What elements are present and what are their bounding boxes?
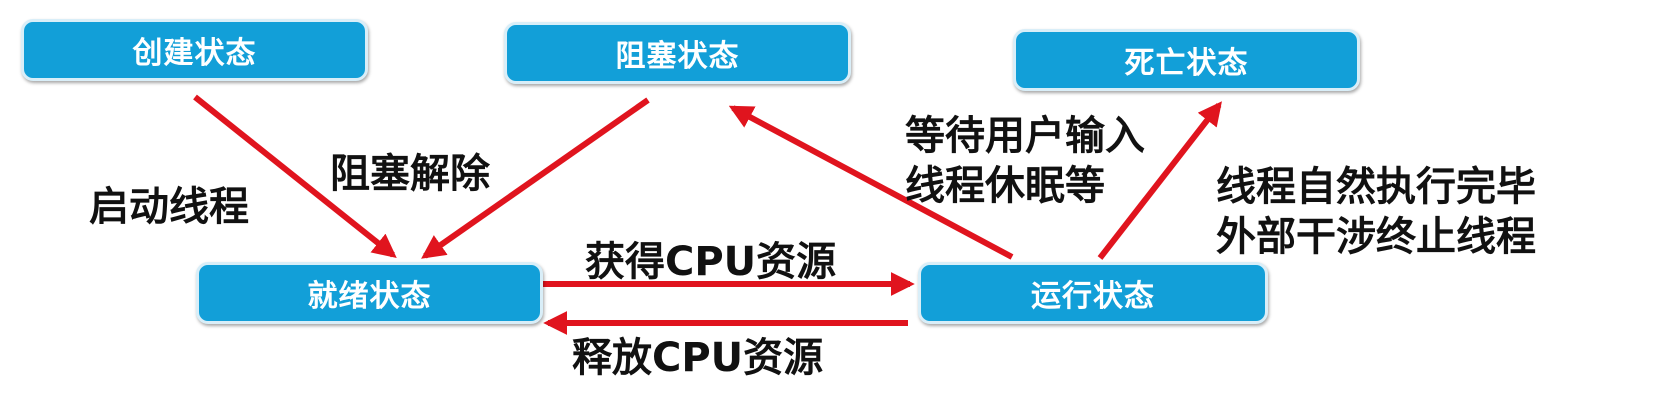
label-wait-line2: 线程休眠等 — [905, 163, 1105, 209]
label-start-thread: 启动线程 — [89, 184, 249, 230]
state-new: 创建状态 — [21, 19, 368, 81]
state-running-label: 运行状态 — [1031, 279, 1155, 314]
label-wait-line1: 等待用户输入 — [905, 113, 1145, 159]
state-blocked-label: 阻塞状态 — [615, 39, 740, 74]
arrow-blocked-to-ready — [421, 97, 650, 259]
label-finish-line2: 外部干涉终止线程 — [1216, 214, 1536, 260]
label-unblock: 阻塞解除 — [330, 151, 490, 197]
state-ready-label: 就绪状态 — [307, 279, 432, 314]
state-blocked: 阻塞状态 — [504, 22, 851, 84]
label-finish-line1: 线程自然执行完毕 — [1216, 164, 1536, 210]
label-release-cpu: 释放CPU资源 — [572, 335, 824, 381]
arrow-new-to-ready — [193, 94, 397, 258]
state-running: 运行状态 — [918, 262, 1268, 324]
state-dead-label: 死亡状态 — [1124, 46, 1249, 81]
arrow-running-to-dead — [1097, 101, 1222, 260]
state-ready: 就绪状态 — [196, 262, 543, 324]
label-get-cpu: 获得CPU资源 — [585, 239, 837, 285]
arrow-running-to-blocked — [728, 105, 1014, 260]
state-new-label: 创建状态 — [132, 36, 257, 71]
state-dead: 死亡状态 — [1013, 29, 1360, 91]
